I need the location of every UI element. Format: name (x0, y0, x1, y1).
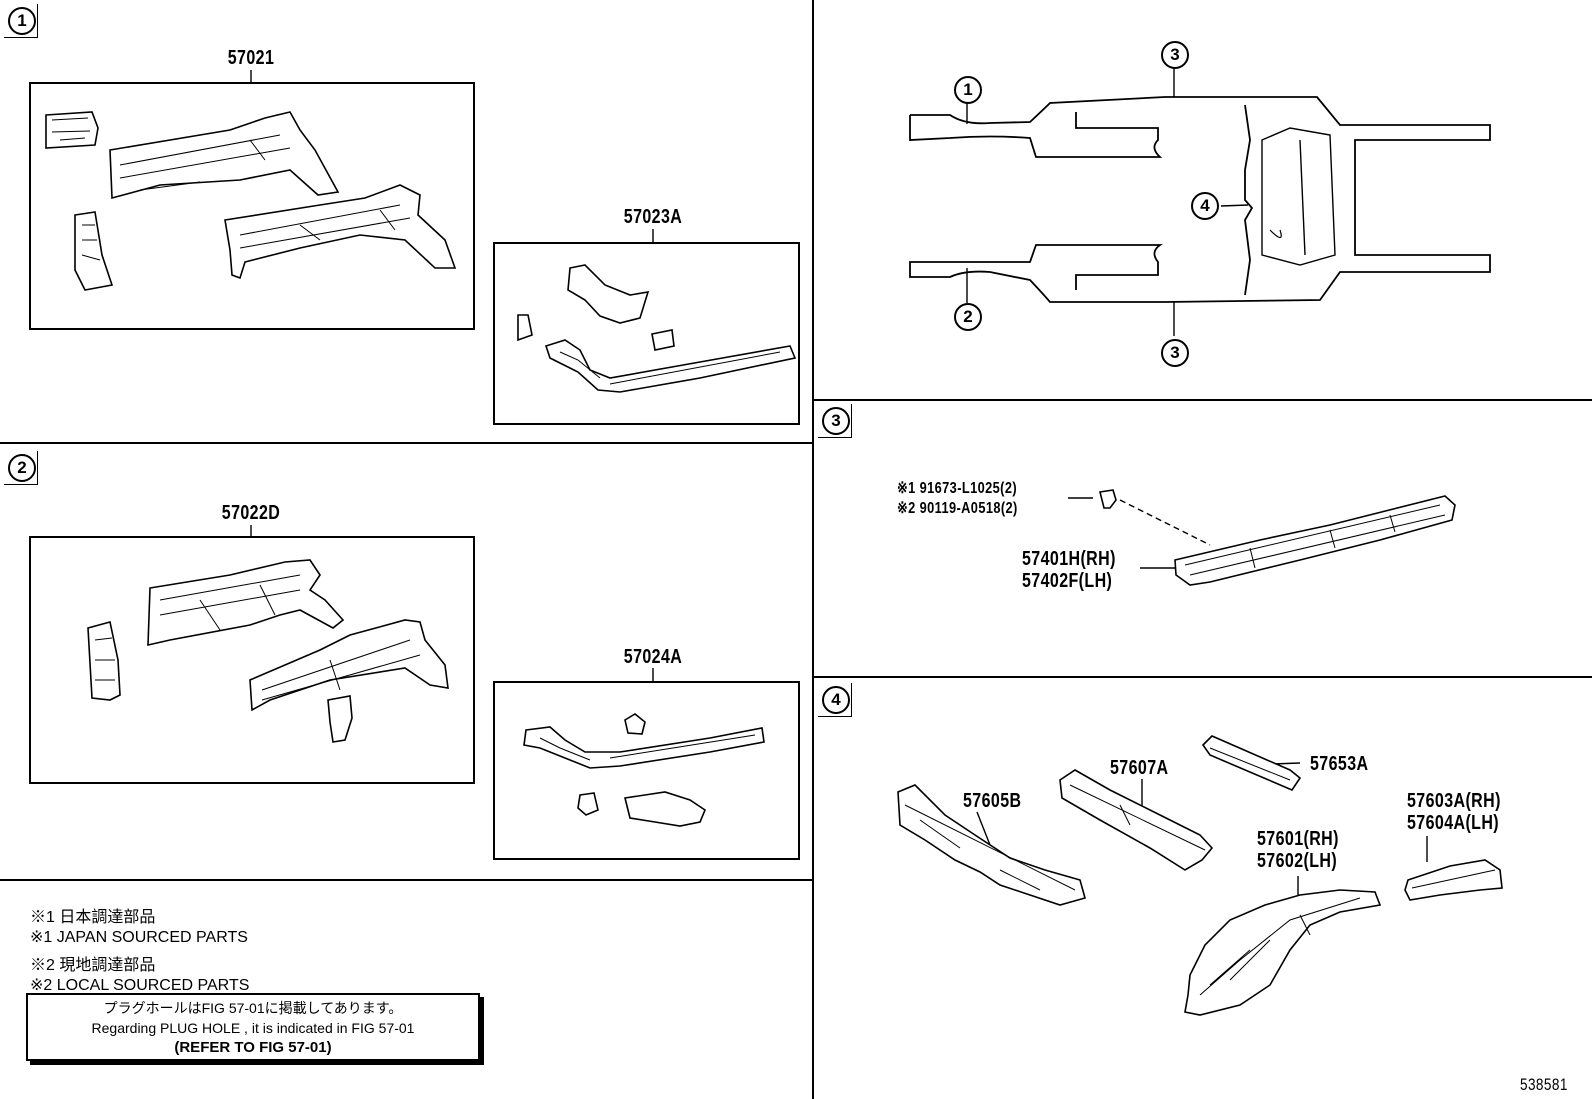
part-label-57603A[interactable]: 57603A(RH) (1407, 790, 1501, 812)
callout-number: 3 (1161, 339, 1189, 367)
overview-callout-4[interactable]: 4 (1187, 189, 1221, 223)
part-label-57023A[interactable]: 57023A (623, 206, 683, 228)
reference-line-jp: プラグホールはFIG 57-01に掲載してあります。 (103, 1000, 403, 1016)
group-box-57024A (493, 681, 800, 860)
part-label-bolt-2[interactable]: ※2 90119-A0518(2) (897, 500, 1018, 517)
part-label-57605B[interactable]: 57605B (963, 790, 1022, 812)
reference-line-en: Regarding PLUG HOLE , it is indicated in… (91, 1020, 415, 1036)
group-box-57023A (493, 242, 800, 425)
section-mark-number: 3 (822, 407, 850, 435)
part-label-57604A[interactable]: 57604A(LH) (1407, 812, 1500, 834)
note-local-sourced-jp: ※2 現地調達部品 (30, 957, 156, 974)
parts-57023A (517, 264, 797, 393)
callout-number: 1 (954, 76, 982, 104)
part-label-57401H[interactable]: 57401H(RH) (1022, 548, 1116, 570)
reference-box: プラグホールはFIG 57-01に掲載してあります。 Regarding PLU… (26, 993, 480, 1061)
part-label-57602[interactable]: 57602(LH) (1257, 850, 1338, 872)
parts-576 (897, 735, 1503, 1016)
figure-id: 538581 (1520, 1075, 1568, 1094)
part-label-57021[interactable]: 57021 (227, 47, 275, 69)
part-label-57022D[interactable]: 57022D (221, 502, 281, 524)
overview-callout-3-bottom[interactable]: 3 (1157, 336, 1191, 370)
part-label-57601[interactable]: 57601(RH) (1257, 828, 1339, 850)
section-mark-4: 4 (818, 683, 852, 717)
callout-number: 2 (954, 303, 982, 331)
callout-number: 3 (1161, 41, 1189, 69)
note-local-sourced-en: ※2 LOCAL SOURCED PARTS (30, 977, 250, 994)
note-japan-sourced-jp: ※1 日本調達部品 (30, 909, 156, 926)
section-mark-3: 3 (818, 404, 852, 438)
parts-57021 (45, 111, 457, 291)
leader-lines (250, 70, 1428, 905)
parts-57024A (523, 713, 765, 827)
section-mark-1: 1 (4, 4, 38, 38)
group-box-57022D (29, 536, 475, 784)
part-label-57024A[interactable]: 57024A (623, 646, 683, 668)
section-mark-2: 2 (4, 451, 38, 485)
section-mark-number: 2 (8, 454, 36, 482)
group-box-57021 (29, 82, 475, 330)
overview-callout-3-top[interactable]: 3 (1157, 38, 1191, 72)
reference-line-refer: (REFER TO FIG 57-01) (174, 1039, 332, 1056)
group-boxes (29, 82, 800, 860)
parts-57022D (87, 559, 449, 743)
part-label-bolt-1[interactable]: ※1 91673-L1025(2) (897, 480, 1017, 497)
overview-callout-1[interactable]: 1 (950, 73, 984, 107)
underbody-overview (909, 96, 1491, 303)
parts-574 (1099, 489, 1456, 586)
overview-callout-2[interactable]: 2 (950, 300, 984, 334)
section-mark-number: 1 (8, 7, 36, 35)
callout-number: 4 (1191, 192, 1219, 220)
section-mark-number: 4 (822, 686, 850, 714)
part-label-57653A[interactable]: 57653A (1310, 753, 1369, 775)
part-label-57607A[interactable]: 57607A (1110, 757, 1169, 779)
part-label-57402F[interactable]: 57402F(LH) (1022, 570, 1113, 592)
note-japan-sourced-en: ※1 JAPAN SOURCED PARTS (30, 929, 248, 946)
